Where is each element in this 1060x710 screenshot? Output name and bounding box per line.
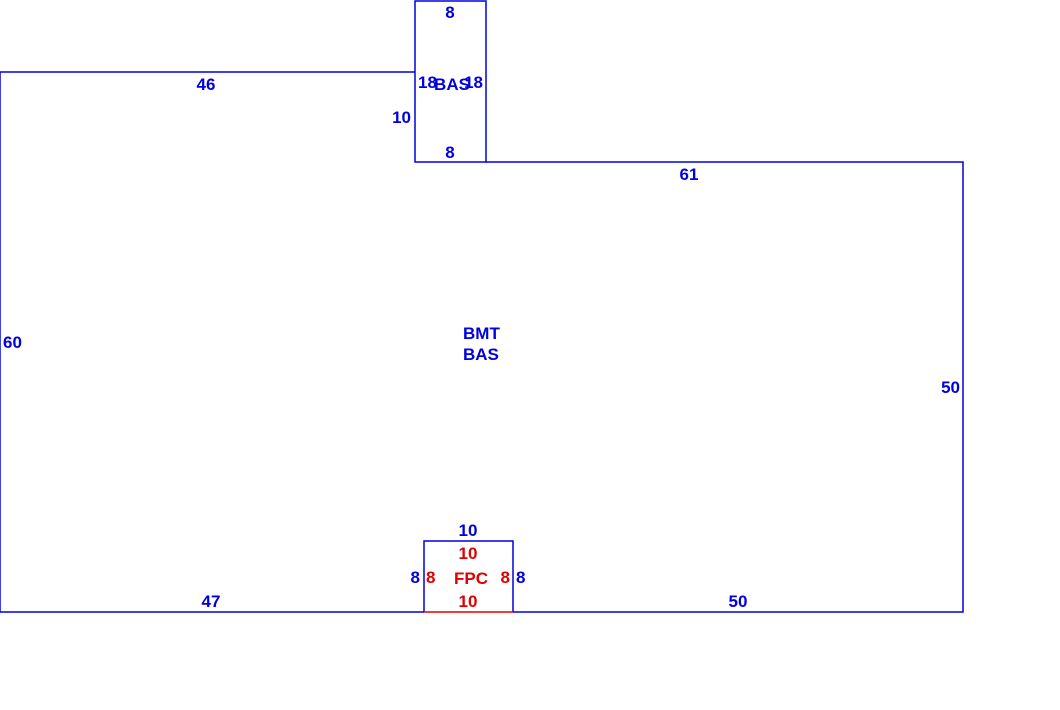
small-dim-right: 18 — [464, 73, 483, 92]
fpc-inner-dim-bottom: 10 — [459, 592, 478, 611]
small-dim-top: 8 — [445, 3, 454, 22]
small-dim-left: 18 — [418, 73, 437, 92]
fpc-inner-dim-left: 8 — [426, 568, 435, 587]
fpc-outer-dim-top: 10 — [459, 521, 478, 540]
small-area-outline — [414, 0, 487, 163]
main-area-outline-right — [486, 161, 964, 613]
dim-notch-left: 10 — [392, 108, 411, 127]
main-area-label-line1: BMT — [463, 324, 500, 343]
dim-bottom-left: 47 — [202, 592, 221, 611]
main-area-outline — [0, 71, 424, 613]
dim-bottom-right: 50 — [729, 592, 748, 611]
fpc-outer-dim-right: 8 — [516, 568, 525, 587]
fpc-inner-dim-top: 10 — [459, 544, 478, 563]
fpc-outer-dim-left: 8 — [411, 568, 420, 587]
fpc-area-label: FPC — [454, 569, 488, 588]
fpc-area-outline — [423, 540, 514, 612]
dim-top-left: 46 — [197, 75, 216, 94]
small-dim-bottom: 8 — [445, 143, 454, 162]
dim-left: 60 — [3, 333, 22, 352]
dim-right: 50 — [941, 378, 960, 397]
main-area-label-line2: BAS — [463, 345, 499, 364]
dim-top-right: 61 — [680, 165, 699, 184]
fpc-inner-dim-right: 8 — [501, 568, 510, 587]
small-area-label: BAS — [434, 75, 470, 94]
